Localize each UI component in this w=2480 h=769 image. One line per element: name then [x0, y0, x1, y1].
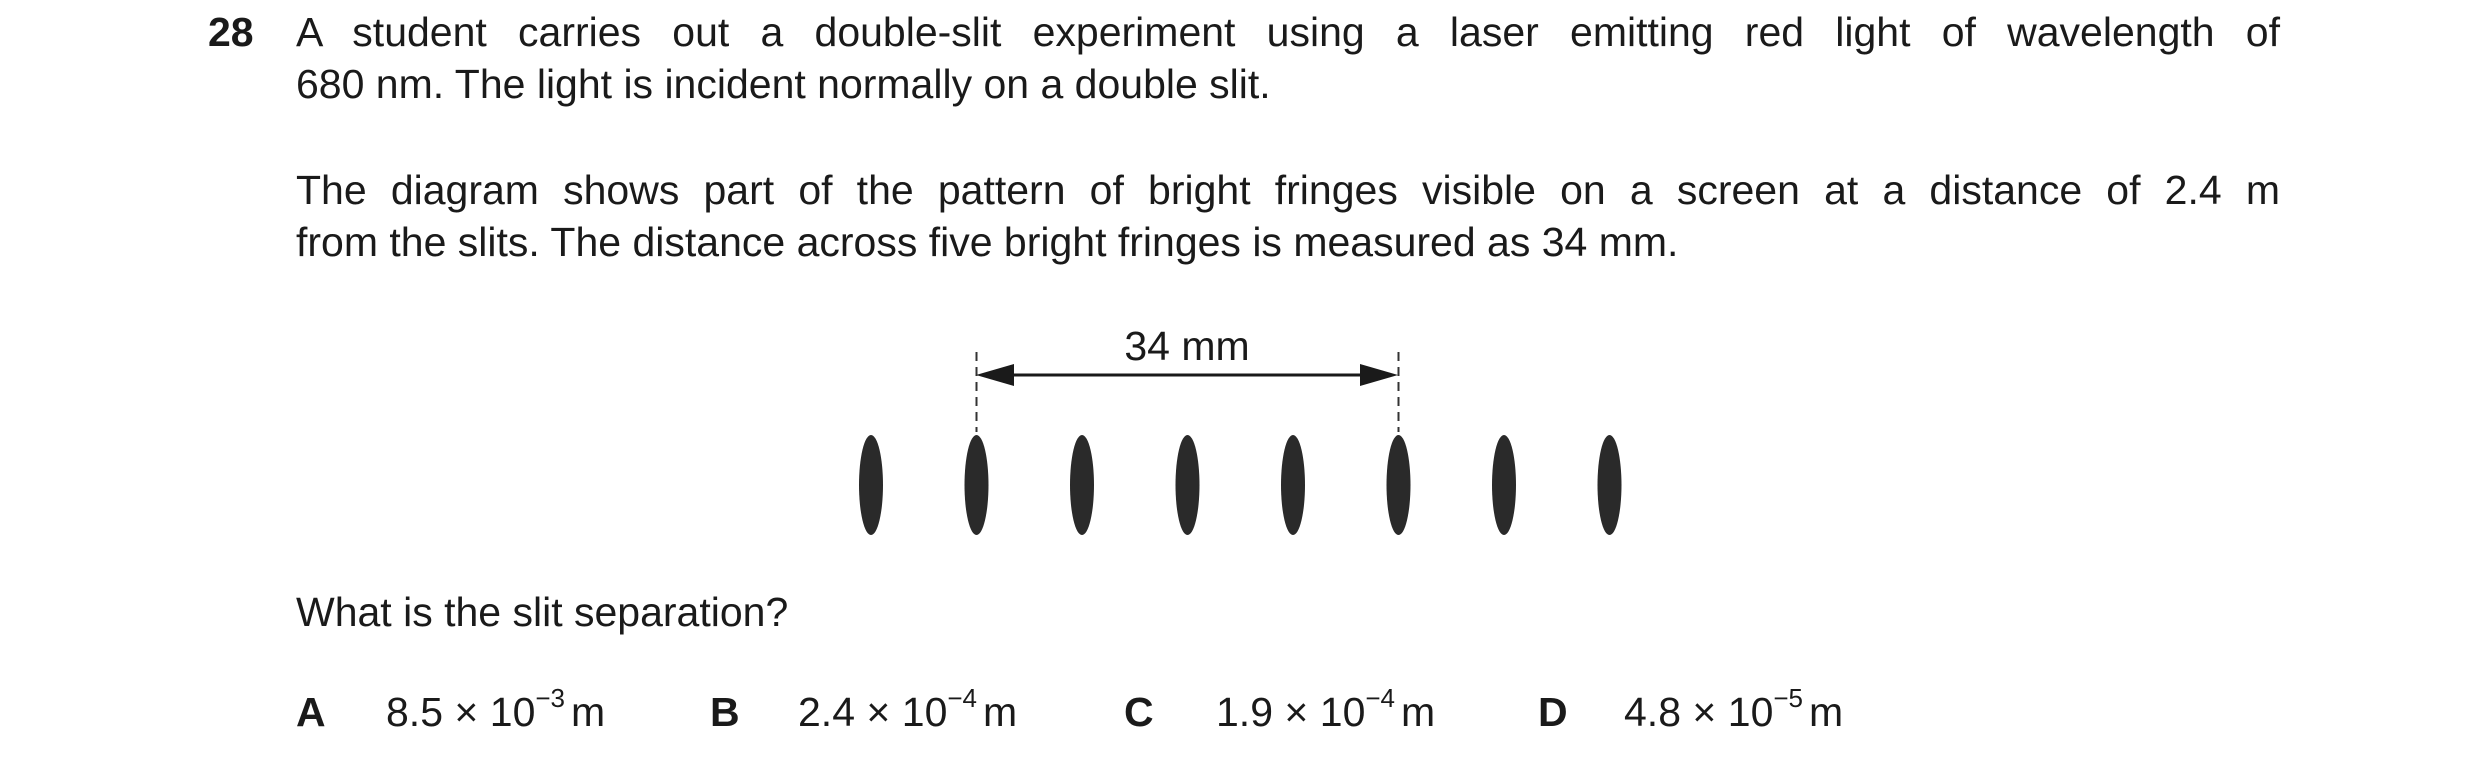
option-b-letter: B [710, 689, 740, 735]
fringe-pattern-diagram: 34 mm [859, 323, 1622, 535]
paragraph-1-line-2: 680 nm. The light is incident normally o… [296, 61, 1271, 107]
question-paragraph-2: The diagram shows part of the pattern of… [296, 164, 2280, 268]
bright-fringe [964, 435, 989, 535]
option-c-letter: C [1124, 689, 1154, 735]
dimension-arrow [976, 364, 1398, 386]
paragraph-2-line-1: The diagram shows part of the pattern of… [296, 167, 2280, 213]
bright-fringe [1597, 435, 1622, 535]
bright-fringe [859, 435, 883, 535]
bright-fringe [1281, 435, 1305, 535]
paragraph-2-line-2: from the slits. The distance across five… [296, 219, 1679, 265]
paragraph-1-line-1: A student carries out a double-slit expe… [296, 9, 2280, 55]
bright-fringes [859, 435, 1622, 535]
question-number: 28 [208, 9, 254, 55]
arrowhead-left-icon [976, 364, 1014, 386]
bright-fringe [1492, 435, 1516, 535]
question-prompt: What is the slit separation? [296, 589, 789, 635]
bright-fringe [1070, 435, 1094, 535]
option-d-letter: D [1538, 689, 1568, 735]
bright-fringe [1386, 435, 1411, 535]
option-a-letter: A [296, 689, 326, 735]
arrowhead-right-icon [1360, 364, 1398, 386]
measurement-markers [975, 352, 1400, 432]
dimension-label: 34 mm [1124, 323, 1249, 369]
bright-fringe [1175, 435, 1200, 535]
question-paragraph-1: A student carries out a double-slit expe… [296, 6, 2280, 110]
